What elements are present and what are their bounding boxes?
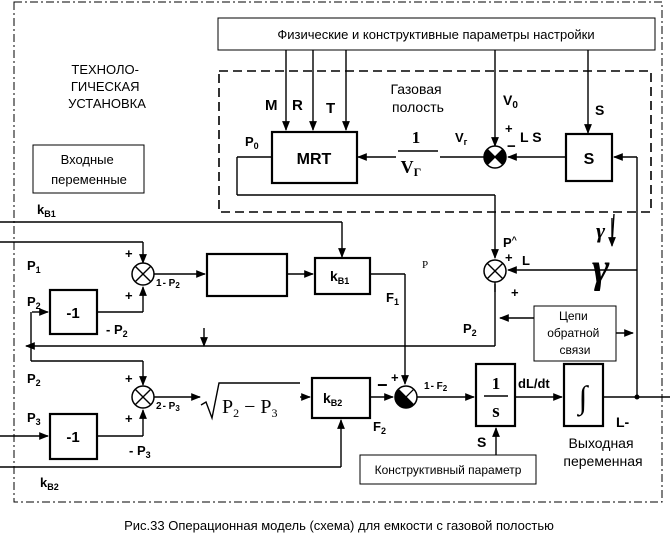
inputs-box: [32, 144, 145, 194]
inverse-s-den: s: [492, 401, 499, 422]
signal-L-gamma: L: [522, 253, 530, 268]
s-block-label: S: [584, 151, 595, 168]
svg-text:−: −: [377, 375, 388, 395]
feedback-box: [533, 305, 617, 362]
inv-vg-den: VГ: [401, 157, 422, 179]
neg-one-label-b: -1: [66, 429, 79, 446]
kb2-block: [310, 376, 372, 420]
signal-R: R: [292, 97, 303, 114]
svg-text:+: +: [125, 288, 133, 303]
svg-text:+: +: [125, 371, 133, 386]
pressure-summer: [483, 259, 507, 283]
plant-label: ТЕХНОЛО- ГИЧЕСКАЯ УСТАНОВКА: [68, 62, 146, 111]
svg-text:+: +: [505, 250, 513, 265]
summer-1: [131, 262, 155, 286]
kb2-block-label: kB2: [323, 390, 342, 408]
signal-kB2-in: kB2: [40, 475, 59, 492]
gas-cavity-boundary: [218, 70, 652, 213]
signal-V0: V0: [503, 92, 518, 111]
kb1-block-label: kB1: [330, 268, 349, 286]
signal-M: M: [265, 97, 278, 114]
signal-S-top: S: [595, 102, 604, 118]
inverse-s-num: 1: [492, 374, 501, 393]
top-params-text: Физические и конструктивные параметры на…: [277, 27, 594, 42]
signal-L-S: L S: [520, 129, 542, 145]
signal-P2-P3: 2- P3: [156, 401, 180, 413]
output-label: Выходная переменная: [563, 435, 642, 469]
svg-text:+: +: [391, 370, 399, 385]
s-block: [564, 132, 614, 183]
sqrt-block: P2 − P3: [200, 382, 300, 421]
signal-P-pp: P: [422, 259, 428, 271]
gamma-small: γ: [596, 218, 606, 243]
mrt-label: MRT: [297, 151, 332, 168]
signal-dLdt: dL/dt: [518, 376, 550, 391]
signal-T: T: [326, 100, 335, 117]
signal-P3: P3: [27, 410, 41, 427]
inputs-label: Входные переменные: [51, 152, 127, 187]
signal-negP2: - P2: [106, 322, 128, 339]
signal-F1: F1: [386, 290, 399, 307]
signal-L-out: L-: [616, 414, 630, 430]
signal-P2-a: P2: [27, 294, 41, 311]
signal-P0: P0: [245, 134, 259, 151]
signal-F2: F2: [373, 419, 386, 436]
force-summer: [394, 385, 418, 409]
signal-P1: P1: [27, 258, 41, 275]
signal-negP3: - P3: [129, 443, 151, 460]
signal-kB1-in: kB1: [37, 202, 56, 219]
figure-caption: Рис.33 Операционная модель (схема) для е…: [124, 518, 554, 533]
gas-cavity-summer: [483, 145, 507, 169]
svg-text:+: +: [125, 411, 133, 426]
signal-P2-b: P2: [27, 371, 41, 388]
svg-text:−: −: [507, 138, 516, 155]
signal-P1-P2: 1- P2: [156, 278, 180, 290]
gas-cavity-label: Газовая полость: [390, 81, 445, 115]
signal-S-bottom: S: [477, 434, 486, 450]
svg-text:+: +: [505, 121, 513, 136]
constructive-param-label: Конструктивный параметр: [375, 463, 522, 477]
signal-P-gamma: P^: [503, 235, 518, 250]
inverse-s-block: [474, 362, 517, 428]
integrator-block: [562, 362, 605, 428]
neg-one-label-a: -1: [66, 305, 79, 322]
kb1-block: [313, 256, 372, 296]
gamma-big: γ: [592, 246, 610, 292]
signal-P2-c: P2: [463, 321, 477, 338]
plant-boundary: [13, 1, 663, 503]
empty-block: [205, 252, 289, 298]
neg-one-block-b: [48, 412, 99, 461]
svg-text:+: +: [125, 246, 133, 261]
svg-text:P2 − P3: P2 − P3: [222, 396, 278, 420]
signal-F1-F2: 1- F2: [424, 381, 448, 393]
neg-one-block-a: [48, 288, 99, 336]
feedback-label: Цепи обратной связи: [547, 309, 602, 357]
integrator-symbol: ∫: [577, 379, 590, 417]
inv-vg-num: 1: [412, 128, 421, 147]
summer-2: [131, 385, 155, 409]
svg-text:+: +: [511, 285, 519, 300]
signal-Vg: Vг: [455, 130, 468, 147]
constructive-param-box: [359, 454, 537, 485]
top-params-box: [217, 17, 656, 51]
